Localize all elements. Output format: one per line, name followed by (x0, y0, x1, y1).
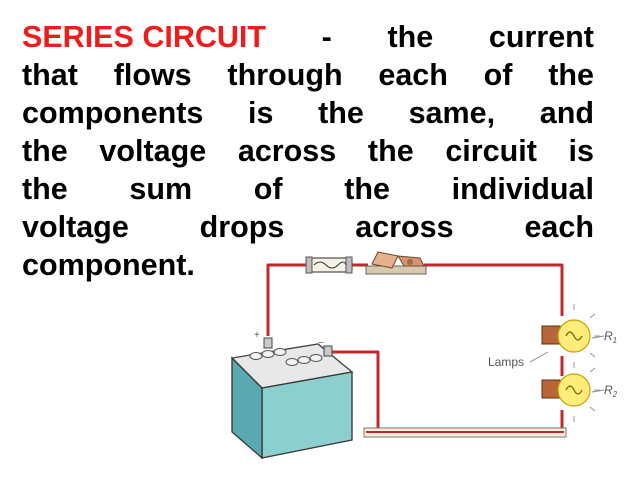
wire-bottom-return (332, 350, 562, 434)
heading-series-circuit: SERIES CIRCUIT (22, 20, 267, 54)
word: the (367, 134, 414, 168)
word: each (524, 210, 594, 244)
word: the (22, 172, 68, 206)
word: and (539, 96, 594, 130)
word: current (488, 20, 594, 54)
r2-label: R2 (604, 383, 618, 399)
word: through (227, 58, 343, 92)
word: voltage (99, 134, 207, 168)
word: drops (199, 210, 285, 244)
word: of (253, 172, 283, 206)
word: flows (113, 58, 192, 92)
battery-negative-terminal (323, 345, 333, 357)
text-line-2: that flows through each of the (22, 56, 594, 94)
word: each (378, 58, 448, 92)
word: sum (129, 172, 193, 206)
text-line-7: component. (22, 246, 594, 284)
word: across (355, 210, 454, 244)
battery-plus-label: + (254, 330, 260, 341)
wire-top-right (424, 263, 564, 316)
switch (365, 251, 427, 275)
word: the (387, 20, 434, 54)
wire-top-left (266, 263, 310, 336)
lamp-r2: R2 (541, 367, 618, 422)
word: that (22, 58, 78, 92)
word: - (321, 20, 332, 54)
text-line-1: SERIES CIRCUIT - the current (22, 18, 594, 56)
word: across (237, 134, 337, 168)
word: circuit (445, 134, 537, 168)
lamp-r1: R1 (541, 304, 617, 368)
word: component. (22, 248, 195, 282)
text-line-6: voltage drops across each (22, 208, 594, 246)
word: the (318, 96, 364, 130)
text-line-4: the voltage across the circuit is (22, 132, 594, 170)
word: is (248, 96, 274, 130)
battery-minus-label: − (318, 338, 324, 349)
word: of (483, 58, 513, 92)
word: the (22, 134, 68, 168)
word: the (344, 172, 390, 206)
text-line-3: components is the same, and (22, 94, 594, 132)
word: the (548, 58, 594, 92)
word: is (568, 134, 594, 168)
lamps-pointer (529, 351, 549, 363)
fuse (305, 256, 353, 274)
r1-label: R1 (604, 329, 617, 345)
battery: + − (230, 330, 354, 460)
battery-positive-terminal (263, 337, 273, 349)
word: components (22, 96, 204, 130)
text-line-5: the sum of the individual (22, 170, 594, 208)
word: same, (408, 96, 496, 130)
word: individual (451, 172, 594, 206)
word: voltage (22, 210, 129, 244)
lamps-label: Lamps (488, 355, 524, 369)
